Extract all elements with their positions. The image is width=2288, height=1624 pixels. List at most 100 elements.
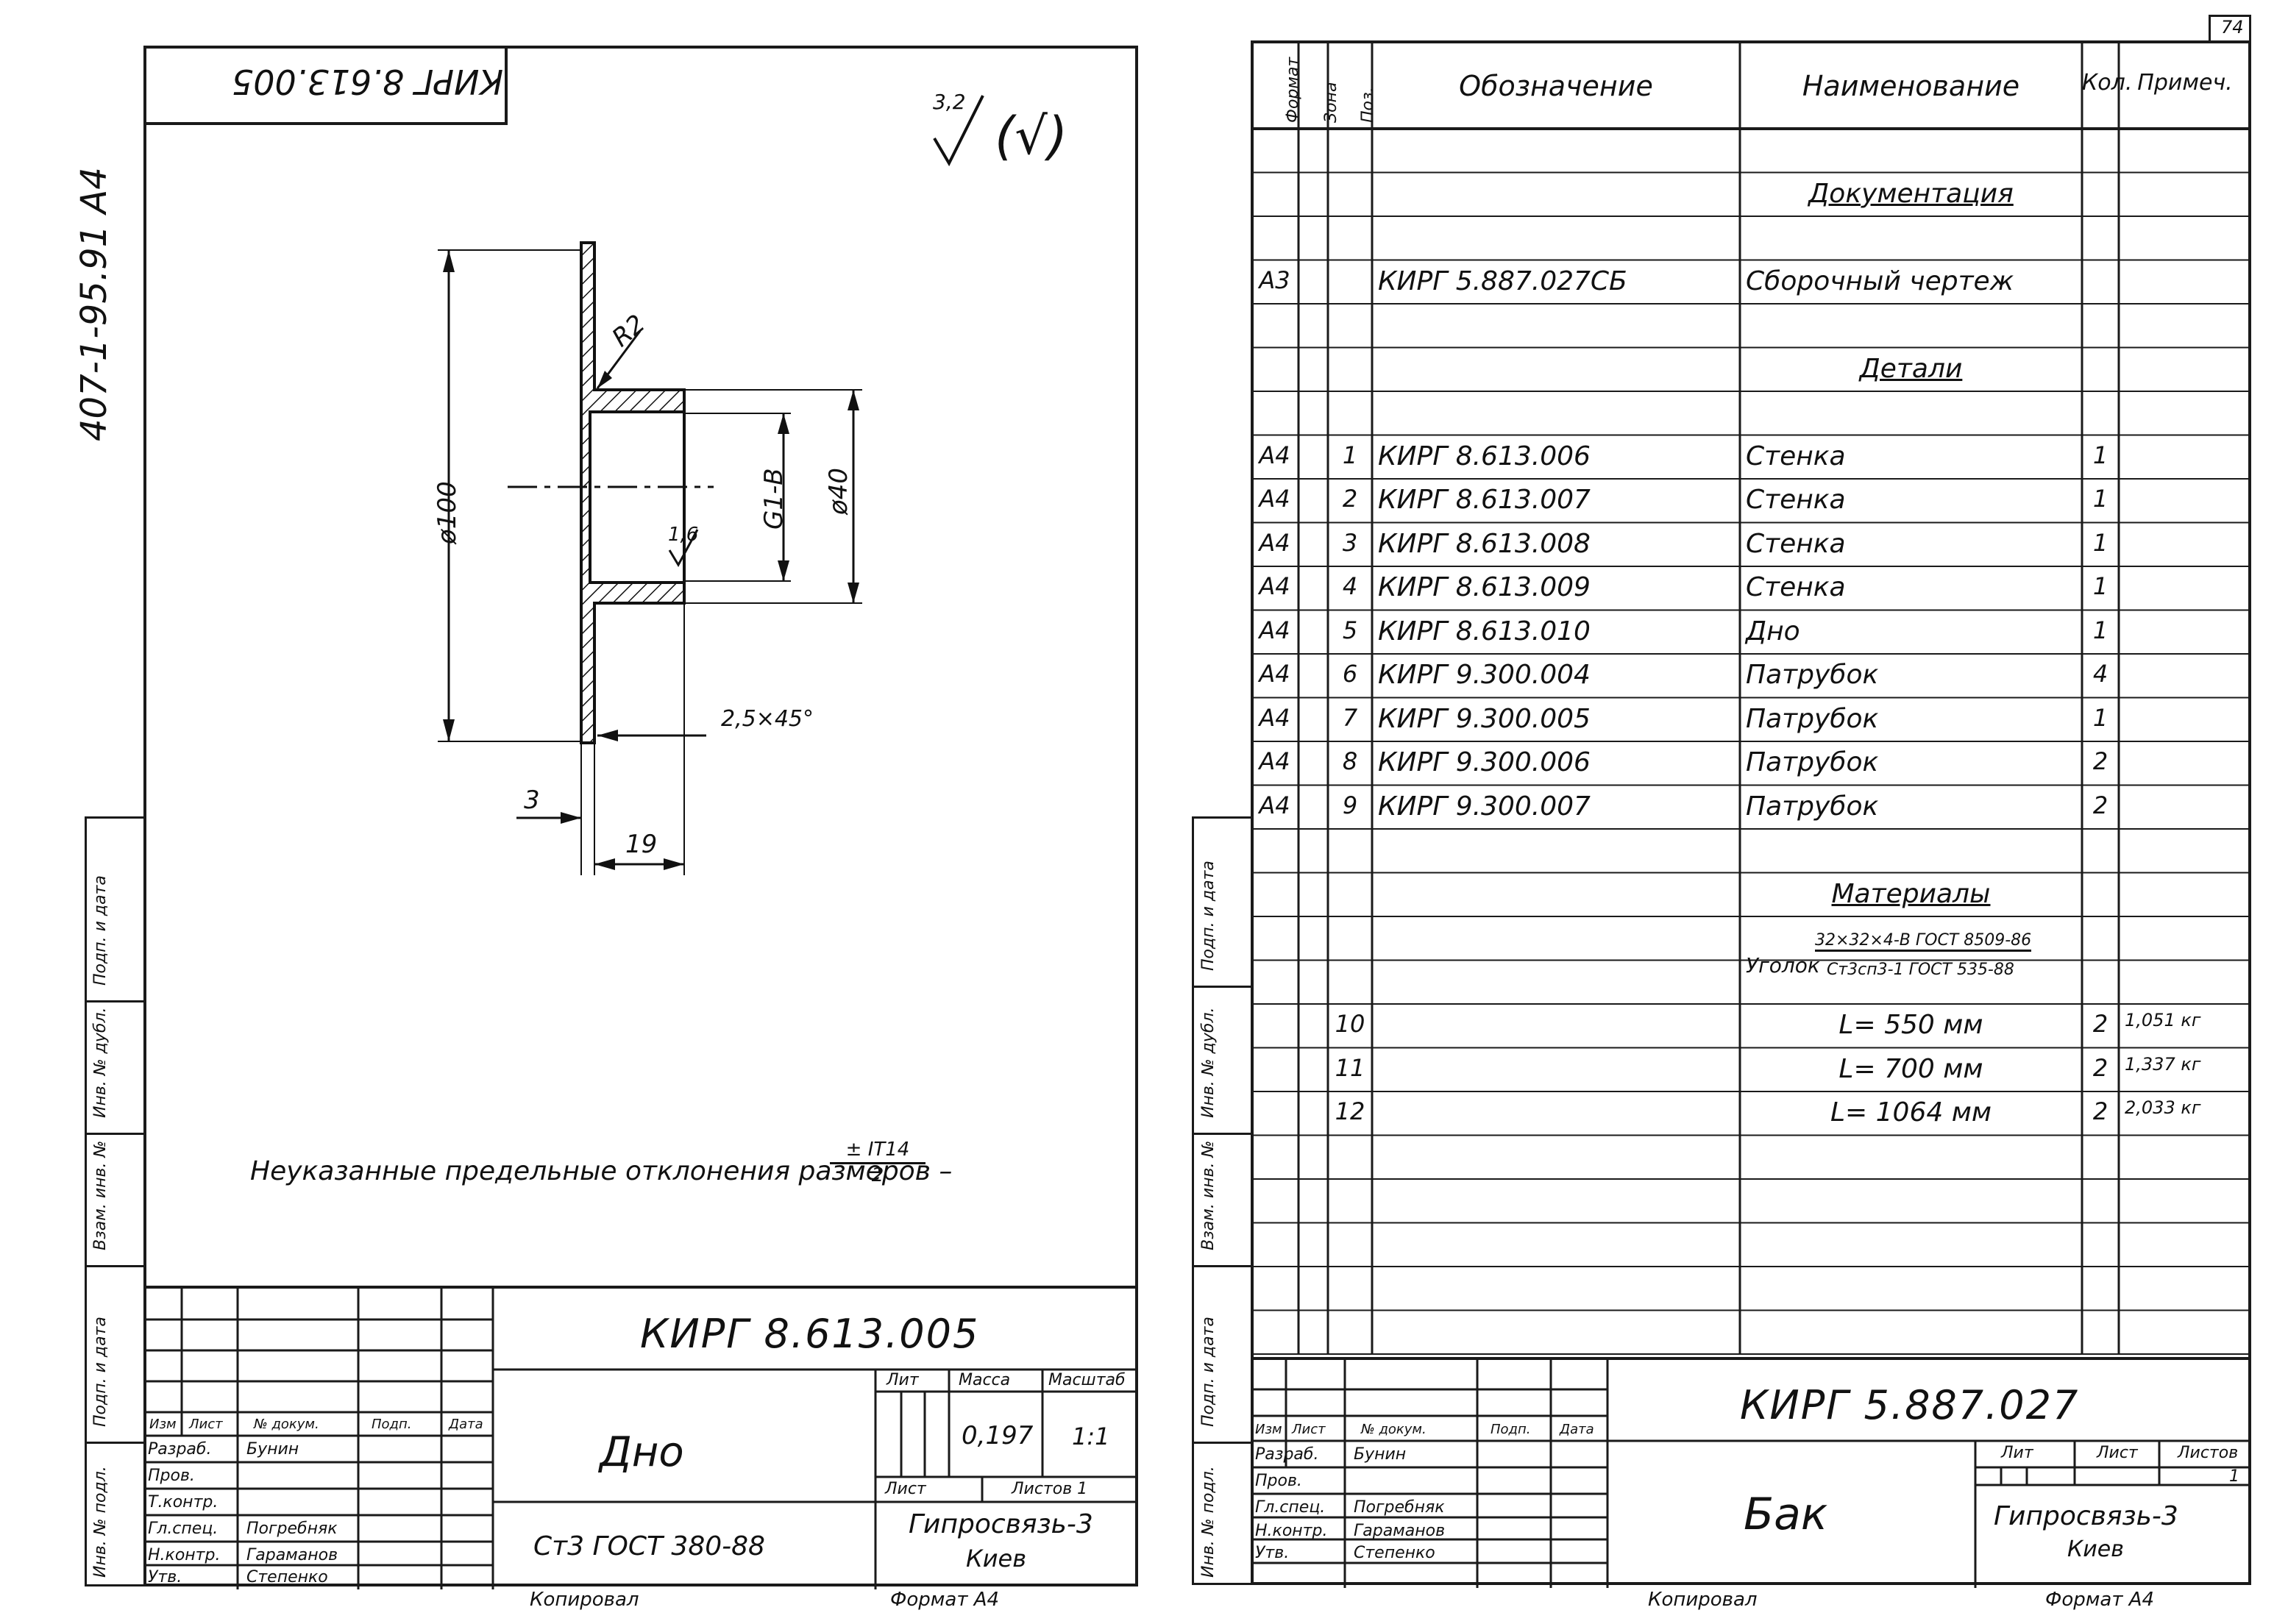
right-role-5: Утв. (1255, 1544, 1290, 1562)
spec-cell-qty: 1 (2092, 485, 2108, 513)
right-side-label-2: Инв. № дубл. (1199, 1007, 1218, 1118)
right-org-city: Киев (2067, 1536, 2124, 1562)
spec-cell-name: Сборочный чертеж (1746, 266, 2014, 296)
right-side-label-3: Взам. инв. № (1199, 1140, 1218, 1250)
dim-height: ø100 (433, 481, 462, 544)
side-label-4: Подп. и дата (91, 1317, 110, 1427)
spec-cell-qty: 4 (2092, 660, 2108, 688)
page-number: 74 (2221, 17, 2244, 38)
right-title-block: КИРГ 5.887.027 Бак Лит Лист Листов 1 Гип… (1251, 1357, 2251, 1588)
tolerance-fraction-num: ± IT14 (830, 1139, 925, 1164)
spec-cell-name: Документация (1808, 178, 2014, 209)
spec-cell-pos: 5 (1342, 616, 1358, 644)
right-sheets-value: 1 (2229, 1467, 2239, 1486)
right-side-label-5: Инв. № подл. (1199, 1466, 1218, 1578)
surface-finish-bracket: (√) (995, 106, 1068, 166)
spec-cell-designation: КИРГ 8.613.006 (1378, 441, 1591, 471)
right-col-izm: Изм (1255, 1422, 1282, 1437)
spec-cell-name: Материалы (1831, 878, 1991, 909)
spec-cell-name: Дно (1746, 616, 1800, 647)
spec-header-qty: Кол. (2082, 70, 2133, 96)
spec-header-zone: Зона (1322, 82, 1340, 123)
spec-cell-qty: 2 (2092, 1053, 2108, 1082)
right-role-1-name: Бунин (1354, 1445, 1407, 1464)
hdr-scale: Масштаб (1048, 1371, 1126, 1389)
tolerance-fraction-den: 2 (871, 1164, 884, 1186)
right-role-2: Пров. (1255, 1472, 1302, 1490)
spec-cell-pos: 10 (1335, 1010, 1365, 1038)
hdr-mass: Масса (959, 1371, 1011, 1389)
role-1: Разраб. (148, 1440, 212, 1459)
spec-cell-qty: 1 (2092, 572, 2108, 600)
right-role-1: Разраб. (1255, 1445, 1319, 1464)
spec-cell-designation: КИРГ 9.300.005 (1378, 703, 1591, 734)
scale-value: 1:1 (1072, 1422, 1110, 1450)
spec-header-note: Примеч. (2137, 70, 2233, 96)
spec-cell-name: L= 1064 мм (1830, 1097, 1992, 1128)
spec-grid (1251, 40, 2251, 1355)
right-hdr-lit: Лит (2001, 1444, 2033, 1462)
org-name: Гипросвязь-3 (909, 1509, 1093, 1539)
spec-cell-format: А4 (1259, 485, 1290, 513)
right-footer-copied: Копировал (1648, 1589, 1758, 1611)
spec-cell-pos: 7 (1342, 703, 1358, 732)
spec-cell-name: L= 700 мм (1838, 1053, 1983, 1084)
role-6-name: Степенко (246, 1568, 328, 1586)
spec-cell-qty: 1 (2092, 703, 2108, 732)
spec-cell-pos: 3 (1342, 528, 1358, 557)
hdr-sheet: Лист (885, 1480, 926, 1498)
hdr-lit: Лит (887, 1371, 919, 1389)
ugolok-label: Уголок (1746, 952, 1820, 977)
spec-cell-name: Патрубок (1746, 703, 1879, 734)
spec-cell-designation: КИРГ 9.300.004 (1378, 660, 1591, 690)
spec-cell-qty: 2 (2092, 1097, 2108, 1125)
right-role-3: Гл.спец. (1255, 1498, 1326, 1517)
ugolok-steel: Ст3сп3-1 ГОСТ 535-88 (1827, 960, 2014, 979)
mass-value: 0,197 (962, 1421, 1034, 1450)
right-role-4-name: Гараманов (1354, 1522, 1446, 1540)
right-org-name: Гипросвязь-3 (1994, 1501, 2178, 1531)
right-side-label-4: Подп. и дата (1199, 1317, 1218, 1427)
dim-roughness: 1,6 (668, 524, 699, 546)
right-side-label-1: Подп. и дата (1199, 861, 1218, 971)
org-city: Киев (966, 1545, 1027, 1573)
part-drawing (438, 241, 862, 875)
right-col-sign: Подп. (1491, 1422, 1531, 1437)
spec-cell-name: Стенка (1746, 572, 1846, 602)
side-document-code: 407-1-95.91 A4 (74, 167, 115, 441)
spec-cell-qty: 1 (2092, 528, 2108, 557)
spec-cell-note: 2,033 кг (2125, 1097, 2201, 1118)
side-label-3: Взам. инв. № (91, 1140, 110, 1250)
spec-header-designation: Обозначение (1459, 70, 1653, 102)
spec-cell-pos: 9 (1342, 791, 1358, 819)
right-col-doc: № докум. (1361, 1422, 1427, 1437)
surface-finish-symbol: 3,2 (√) (928, 87, 1105, 175)
right-role-3-name: Погребняк (1354, 1498, 1445, 1517)
side-label-5: Инв. № подл. (91, 1466, 110, 1578)
right-side-stamp (1192, 816, 1254, 1585)
ugolok-profile: 32×32×4-В ГОСТ 8509-86 (1815, 931, 2032, 952)
spec-cell-designation: КИРГ 8.613.007 (1378, 485, 1591, 515)
page-number-box: 74 (2209, 15, 2251, 41)
left-part-name: Дно (600, 1428, 684, 1476)
right-role-4: Н.контр. (1255, 1522, 1328, 1540)
spec-cell-qty: 2 (2092, 791, 2108, 819)
spec-cell-format: А4 (1259, 528, 1290, 557)
right-hdr-sheet: Лист (2097, 1444, 2138, 1462)
spec-cell-pos: 12 (1335, 1097, 1365, 1125)
tolerance-fraction: ± IT14 2 (830, 1139, 925, 1186)
spec-cell-name: Стенка (1746, 441, 1846, 471)
spec-cell-designation: КИРГ 9.300.007 (1378, 791, 1591, 822)
spec-cell-format: А4 (1259, 616, 1290, 644)
spec-cell-name: Патрубок (1746, 660, 1879, 690)
spec-cell-designation: КИРГ 5.887.027СБ (1378, 266, 1627, 296)
spec-cell-pos: 4 (1342, 572, 1358, 600)
col-doc: № докум. (254, 1417, 319, 1432)
material: Ст3 ГОСТ 380-88 (533, 1531, 765, 1561)
right-col-list: Лист (1292, 1422, 1326, 1437)
spec-cell-pos: 1 (1342, 441, 1358, 469)
role-1-name: Бунин (246, 1440, 299, 1459)
left-title-block: КИРГ 8.613.005 Дно Лит Масса Масштаб 0,1… (143, 1286, 1138, 1589)
spec-cell-pos: 6 (1342, 660, 1358, 688)
